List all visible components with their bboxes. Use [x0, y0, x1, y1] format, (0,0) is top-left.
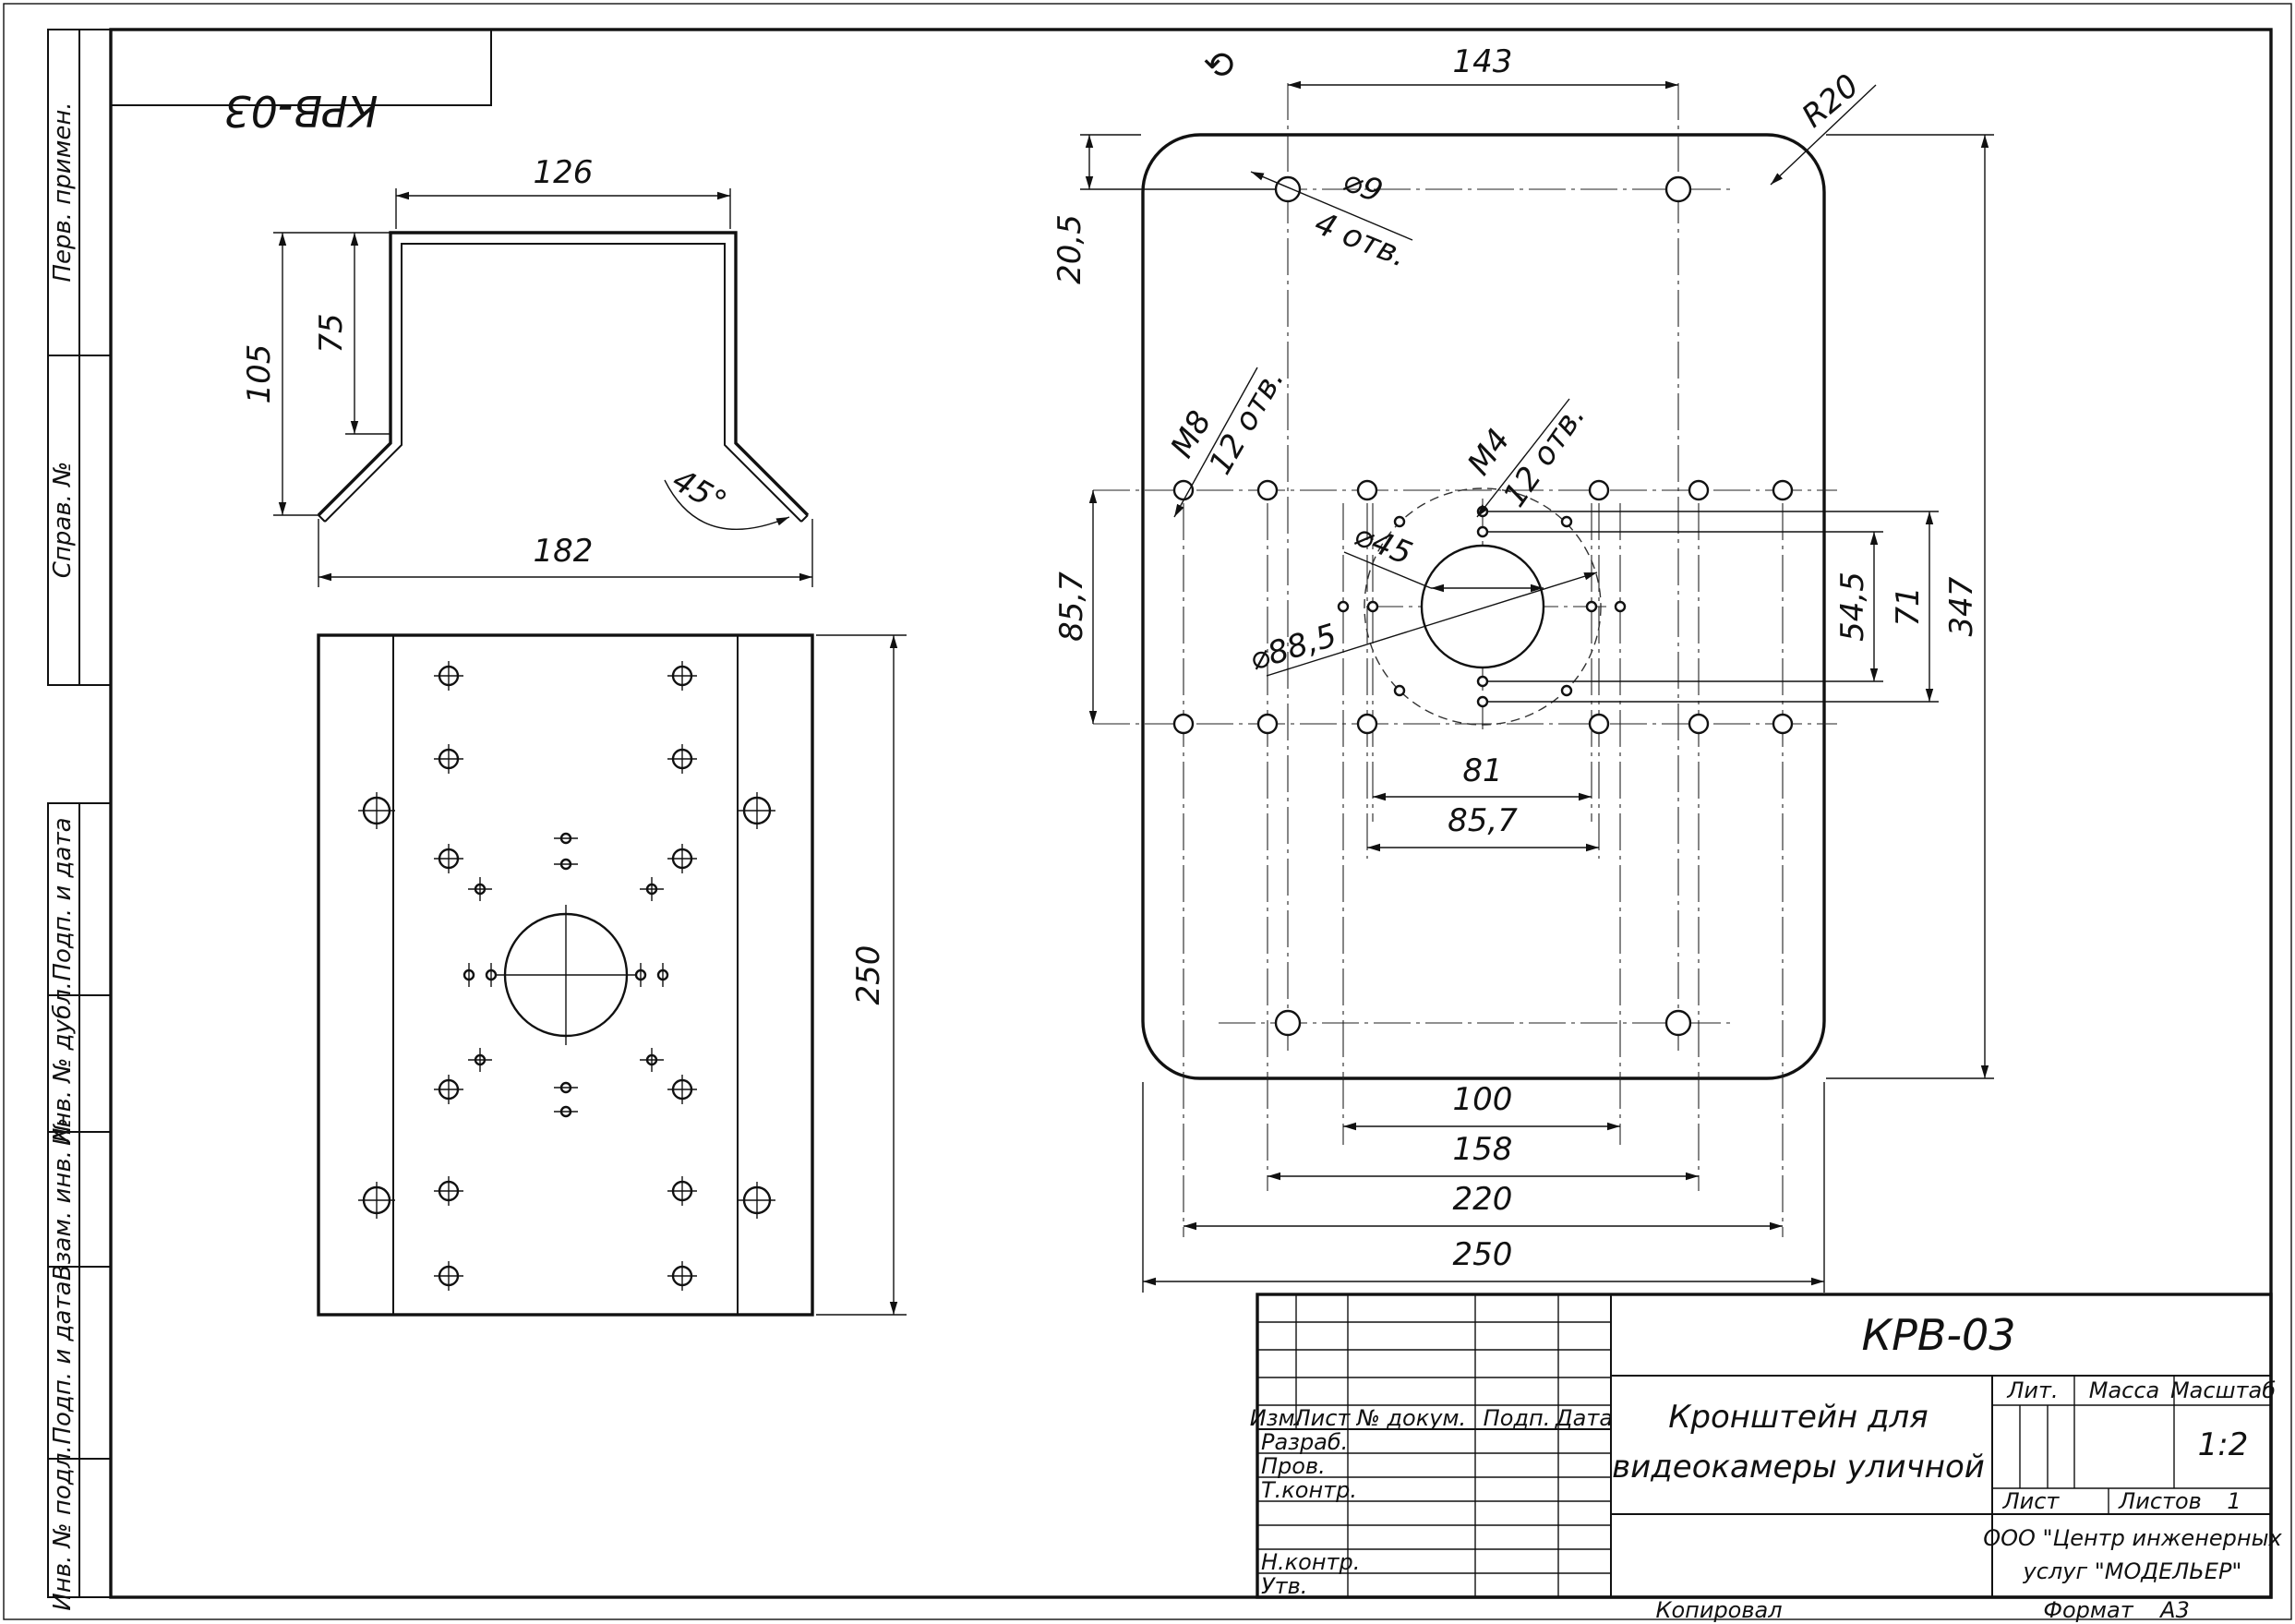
dim-d88-5: ⌀88,5	[1245, 617, 1341, 678]
dim-d45: ⌀45	[1349, 516, 1417, 572]
tb-lit: Лит.	[2006, 1377, 2058, 1403]
tb-sheets-count: 1	[2227, 1488, 2241, 1514]
side-label-inv-dubl: Инв. № дубл.	[49, 981, 77, 1146]
profile-view: 126 105 75 45° 182	[241, 154, 813, 587]
rotation-mark-icon: ⟲	[1204, 44, 1236, 87]
side-label-perv-primen: Перв. примен.	[49, 102, 77, 282]
tb-sheets-label: Листов	[2118, 1488, 2202, 1514]
side-label-podp-data-1: Подп. и дата	[49, 817, 77, 980]
dim-220: 220	[1453, 1181, 1513, 1218]
top-view: 250	[317, 633, 907, 1317]
tb-row-utv: Утв.	[1261, 1573, 1307, 1599]
dim-85-7-horizontal: 85,7	[1448, 802, 1518, 839]
tb-org-line1: ООО "Центр инженерных	[1983, 1525, 2282, 1551]
dim-81: 81	[1462, 752, 1502, 789]
corner-hole	[1274, 175, 1302, 203]
tb-col-date: Дата	[1555, 1405, 1613, 1431]
corner-hole	[1664, 175, 1692, 203]
dim-d9: ⌀9	[1338, 162, 1388, 211]
dim-arc-45	[664, 479, 790, 530]
stamp-code-mirrored: КРВ-03	[223, 86, 378, 136]
dim-250-vertical: 250	[850, 945, 887, 1005]
tb-name-line2: видеокамеры уличной	[1612, 1449, 1985, 1486]
dim-20-5: 20,5	[1051, 214, 1088, 284]
sheet-outer-border	[3, 3, 2292, 1620]
tb-designation: КРВ-03	[1861, 1310, 2015, 1360]
tb-col-list: Лист	[1293, 1405, 1352, 1431]
dim-100: 100	[1453, 1081, 1513, 1118]
dim-leader-m4	[1476, 398, 1570, 518]
tb-format-value: А3	[2158, 1597, 2190, 1623]
side-label-vzam-inv: Взам. инв. №	[49, 1118, 77, 1281]
dim-105: 105	[241, 344, 278, 404]
tb-sheet-label: Лист	[2002, 1488, 2061, 1514]
side-label-inv-podl: Инв. № подл.	[49, 1445, 77, 1610]
corner-hole	[1664, 1009, 1692, 1037]
top-view-outline	[317, 633, 814, 1317]
plate-outline	[1141, 133, 1826, 1080]
m8-holes	[1172, 479, 1794, 735]
dim-126: 126	[534, 154, 594, 191]
dim-leader-r20	[1770, 84, 1877, 186]
top-view-center-marks	[358, 661, 775, 1291]
mirrored-code-stamp: КРВ-03	[110, 29, 492, 136]
tb-format-label: Формат	[2043, 1597, 2133, 1623]
title-block: КРВ-03 Кронштейн для видеокамеры уличной…	[1250, 1293, 2283, 1623]
tb-name-line1: Кронштейн для	[1668, 1399, 1928, 1436]
dim-line-d88-5	[1266, 571, 1598, 677]
note-12-holes-b: 12 отв.	[1496, 398, 1593, 514]
profile-outline-outer	[317, 231, 810, 517]
dim-182: 182	[534, 533, 594, 570]
tb-copied: Копировал	[1655, 1597, 1782, 1623]
center-hole	[1420, 544, 1545, 669]
dim-347: 347	[1943, 576, 1980, 636]
dim-leader-m8	[1173, 367, 1258, 518]
dim-75: 75	[313, 313, 350, 353]
tb-org-line2: услуг "МОДЕЛЬЕР"	[2023, 1558, 2242, 1584]
dim-250-horizontal: 250	[1453, 1236, 1513, 1273]
dim-45deg: 45°	[666, 462, 732, 522]
tb-massa: Масса	[2089, 1377, 2160, 1403]
profile-outline-inner	[324, 243, 802, 523]
pcd-circle	[1364, 487, 1602, 726]
tb-row-nkontr: Н.контр.	[1261, 1549, 1360, 1575]
drawing-frame	[109, 28, 2273, 1599]
tb-scale: 1:2	[2198, 1426, 2249, 1463]
dim-71: 71	[1890, 586, 1927, 626]
tb-row-prov: Пров.	[1261, 1453, 1326, 1479]
side-label-sprav-no: Справ. №	[49, 462, 77, 578]
dim-158: 158	[1453, 1131, 1513, 1168]
tb-masshtab: Масштаб	[2170, 1377, 2276, 1403]
dim-leader-d9	[1250, 171, 1413, 241]
tb-row-tkontr: Т.контр.	[1261, 1477, 1357, 1503]
corner-hole	[1274, 1009, 1302, 1037]
note-4-holes: 4 отв.	[1309, 205, 1412, 275]
dim-r20: R20	[1795, 67, 1866, 136]
tb-col-izm: Изм.	[1250, 1405, 1302, 1431]
tb-col-podp: Подп.	[1484, 1405, 1551, 1431]
top-view-holes	[362, 665, 772, 1287]
dim-85-7-vertical: 85,7	[1053, 571, 1090, 642]
side-column: Перв. примен. Справ. № Подп. и дата Инв.…	[47, 29, 112, 1611]
tb-col-doc: № докум.	[1355, 1405, 1466, 1431]
dim-54-5: 54,5	[1834, 571, 1871, 642]
side-label-podp-data-2: Подп. и дата	[49, 1281, 77, 1444]
plate-view: ⟲ 143 R20 ⌀9 4 отв. 20,5 M8 12 отв. M4 1…	[1051, 43, 1994, 1293]
dim-143: 143	[1453, 43, 1513, 80]
tb-row-razrab: Разраб.	[1261, 1429, 1348, 1455]
